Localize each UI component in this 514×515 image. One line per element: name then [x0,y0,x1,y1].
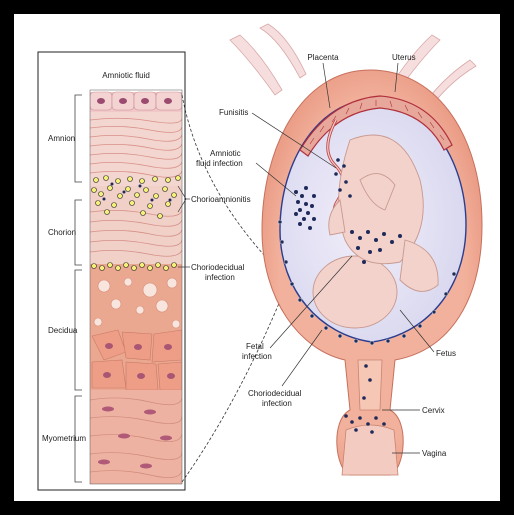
cervix [358,360,382,410]
funisitis-label: Funisitis [219,108,248,117]
vagina-label: Vagina [422,449,447,458]
tissue-column [90,92,182,484]
chorioamnionitis-label: Chorioamnionitis [191,195,251,204]
choriodecidual-b-leader [282,330,322,386]
fetal-infection-label-a: Fetal [246,342,264,351]
placenta-label: Placenta [307,53,339,62]
choriodecidual-infection-label-b: infection [205,273,235,282]
amniotic-fluid-infection-label-a: Amniotic [210,149,241,158]
vagina [342,425,398,475]
amniotic-fluid-infection-label-b: fluid infection [196,159,243,168]
myometrium-label: Myometrium [42,434,86,443]
chorion-label: Chorion [48,228,76,237]
fetus-label: Fetus [436,349,456,358]
uterus-label: Uterus [392,53,416,62]
decidua-label: Decidua [48,326,78,335]
choriodecidual-infection-label-a: Choriodecidual [191,263,245,272]
zoom-line-bottom [182,284,287,482]
amnion-label: Amnion [48,134,75,143]
cervix-label: Cervix [422,406,445,415]
choriodecidual-infection-b-label-a: Choriodecidual [248,389,302,398]
choriodecidual-infection-b-label-b: infection [262,399,292,408]
fetal-infection-label-b: infection [242,352,272,361]
amniotic-fluid-label: Amniotic fluid [102,71,150,80]
